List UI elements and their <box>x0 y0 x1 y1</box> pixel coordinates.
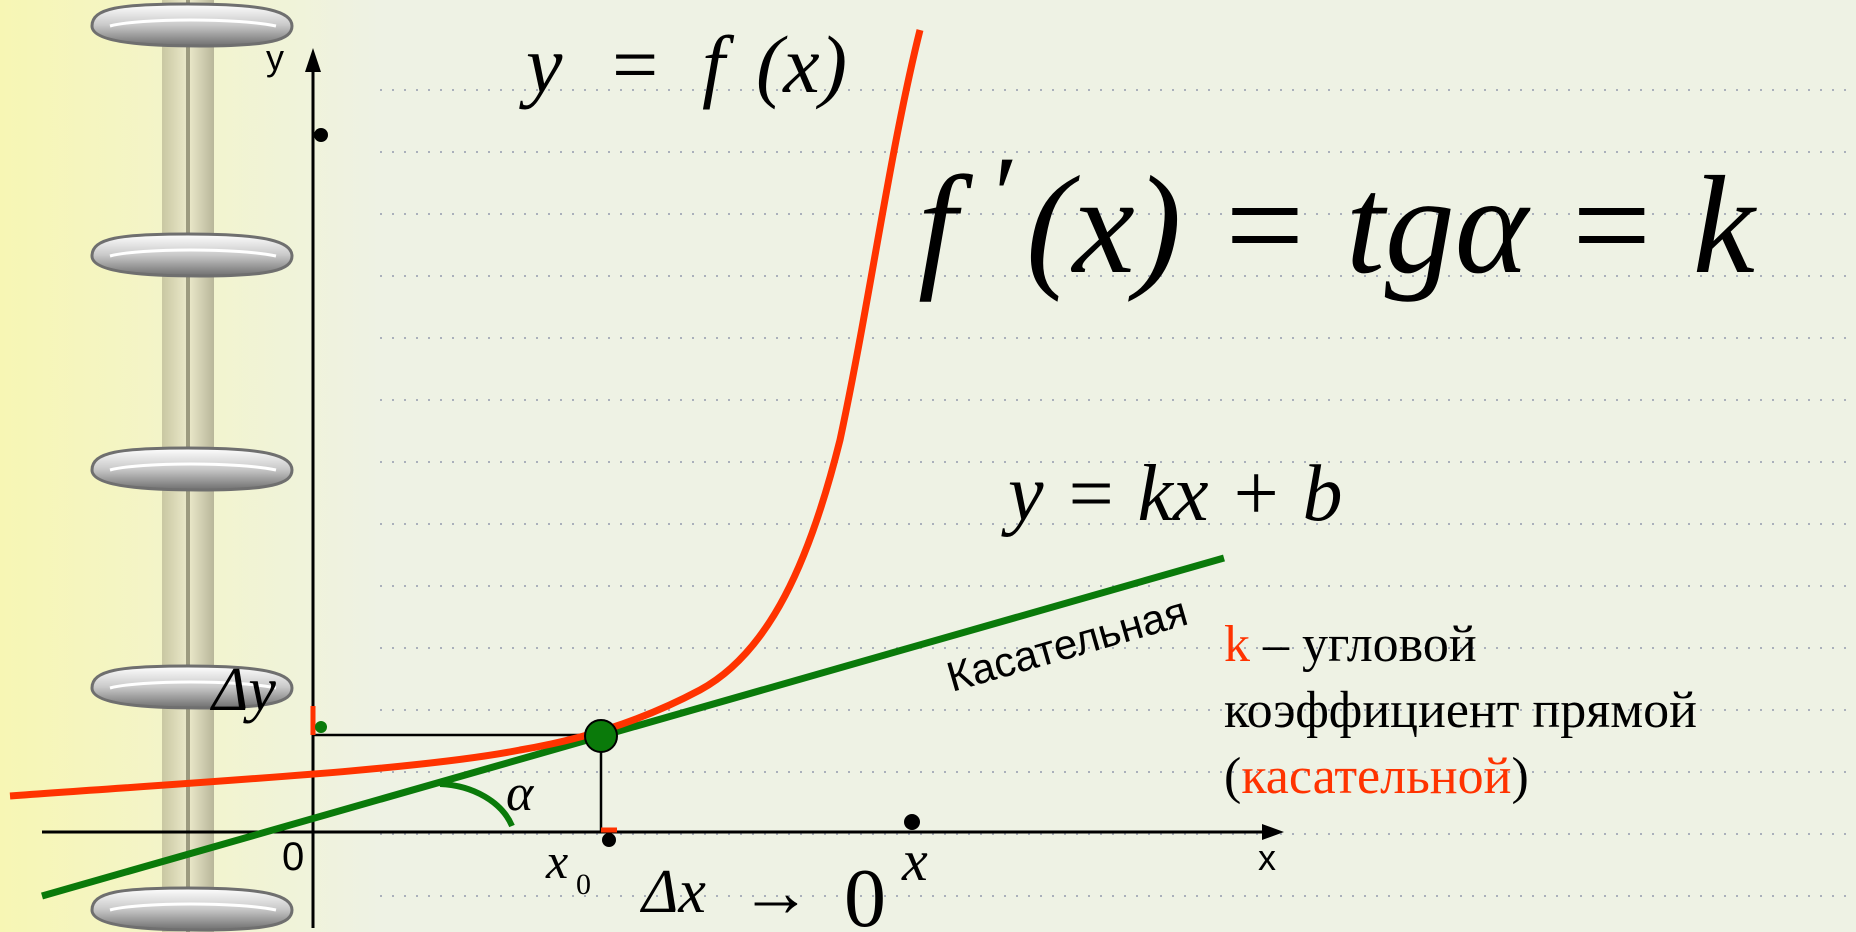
delta-y-dot <box>315 721 327 733</box>
curve-arg: (x) <box>756 19 847 110</box>
slope-note-dash-text: – угловой <box>1250 616 1477 673</box>
slope-k: k <box>1224 616 1250 673</box>
tangency-point <box>584 719 618 753</box>
limit-arrow: → <box>740 852 812 932</box>
close-paren: ) <box>1511 748 1529 805</box>
line-equation: y = kx + b <box>1001 450 1343 538</box>
spiral-rings <box>90 2 294 932</box>
derivative-prime: ′ <box>994 134 1018 256</box>
curve-f: f <box>702 19 735 110</box>
curve-equals: = <box>612 19 658 110</box>
x-point-dot <box>904 814 920 830</box>
slope-note-line3: (касательной) <box>1224 744 1697 810</box>
origin-label: 0 <box>282 835 304 879</box>
alpha-arc <box>439 781 515 828</box>
y-axis-label: y <box>266 37 284 78</box>
spiral-ring-icon <box>90 886 294 932</box>
y-axis-arrow <box>305 48 321 72</box>
limit-zero: 0 <box>844 852 886 932</box>
x0-label: x <box>545 833 568 889</box>
x-point-label: x <box>901 828 928 893</box>
derivative-formula: (x) = tgα = k <box>1026 148 1758 303</box>
tangent-word: касательной <box>1241 748 1512 805</box>
derivative-f: f <box>918 148 974 303</box>
y-axis-dot <box>314 128 328 142</box>
delta-y-label: Δy <box>209 656 276 724</box>
curve-lhs: y <box>519 19 563 110</box>
x-axis-arrow <box>1262 824 1284 840</box>
alpha-label: α <box>506 765 535 822</box>
x0-subscript: 0 <box>576 868 591 901</box>
delta-x-label: Δx <box>639 858 706 926</box>
spiral-ring-icon <box>90 232 294 278</box>
slope-note-line1: k – угловой <box>1224 612 1697 678</box>
function-curve <box>9 29 924 800</box>
spiral-ring-icon <box>90 664 294 710</box>
slope-note-line2: коэффициент прямой <box>1224 682 1697 739</box>
tangent-line <box>41 554 1225 900</box>
open-paren: ( <box>1224 748 1242 805</box>
spiral-ring-icon <box>90 2 294 48</box>
x0-dot <box>602 833 616 847</box>
x-axis-label: x <box>1258 837 1276 878</box>
slope-note: k – угловой коэффициент прямой (касатель… <box>1224 612 1697 810</box>
spiral-ring-icon <box>90 446 294 492</box>
